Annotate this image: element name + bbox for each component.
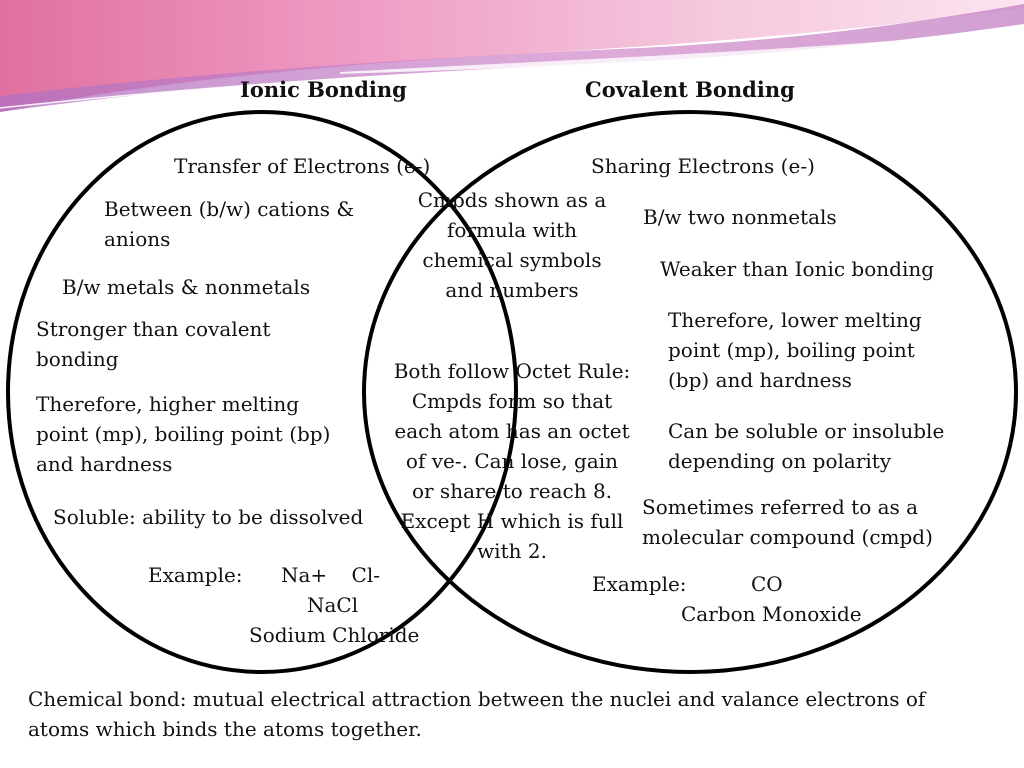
banner-purple-wave bbox=[0, 4, 1024, 112]
ionic-soluble: Soluble: ability to be dissolved bbox=[53, 505, 364, 529]
chemical-bond-definition: Chemical bond: mutual electrical attract… bbox=[28, 687, 926, 741]
ionic-transfer: Transfer of Electrons (e-) bbox=[174, 154, 431, 178]
ionic-metals: B/w metals & nonmetals bbox=[62, 275, 311, 299]
ionic-between: Between (b/w) cations & anions bbox=[104, 197, 355, 251]
banner-light-stripe-2 bbox=[0, 27, 1024, 109]
covalent-weaker: Weaker than Ionic bonding bbox=[660, 257, 935, 281]
covalent-circle bbox=[362, 110, 1018, 674]
ionic-example-formula: NaCl bbox=[307, 593, 359, 617]
decorative-banner bbox=[0, 0, 1024, 112]
ionic-stronger: Stronger than covalent bonding bbox=[36, 317, 271, 371]
covalent-polarity: Can be soluble or insoluble depending on… bbox=[668, 419, 945, 473]
ionic-example-ions: Na+ Cl- bbox=[281, 563, 380, 587]
covalent-example-formula: CO bbox=[751, 572, 783, 596]
ionic-example-label: Example: bbox=[148, 563, 243, 587]
covalent-nonmetals: B/w two nonmetals bbox=[643, 205, 837, 229]
banner-light-stripe bbox=[340, 30, 1024, 74]
shared-formula: Cmpds shown as a formula with chemical s… bbox=[417, 188, 607, 302]
ionic-circle bbox=[6, 110, 518, 674]
covalent-lower: Therefore, lower melting point (mp), boi… bbox=[668, 308, 922, 392]
ionic-heading: Ionic Bonding bbox=[240, 77, 407, 102]
covalent-heading: Covalent Bonding bbox=[585, 77, 795, 102]
ionic-higher: Therefore, higher melting point (mp), bo… bbox=[36, 392, 331, 476]
covalent-example-name: Carbon Monoxide bbox=[681, 602, 862, 626]
banner-main-wave bbox=[0, 0, 1024, 112]
shared-octet: Both follow Octet Rule: Cmpds form so th… bbox=[393, 359, 631, 563]
covalent-sharing: Sharing Electrons (e-) bbox=[591, 154, 815, 178]
covalent-molecular: Sometimes referred to as a molecular com… bbox=[642, 495, 933, 549]
ionic-example-name: Sodium Chloride bbox=[249, 623, 420, 647]
covalent-example-label: Example: bbox=[592, 572, 687, 596]
